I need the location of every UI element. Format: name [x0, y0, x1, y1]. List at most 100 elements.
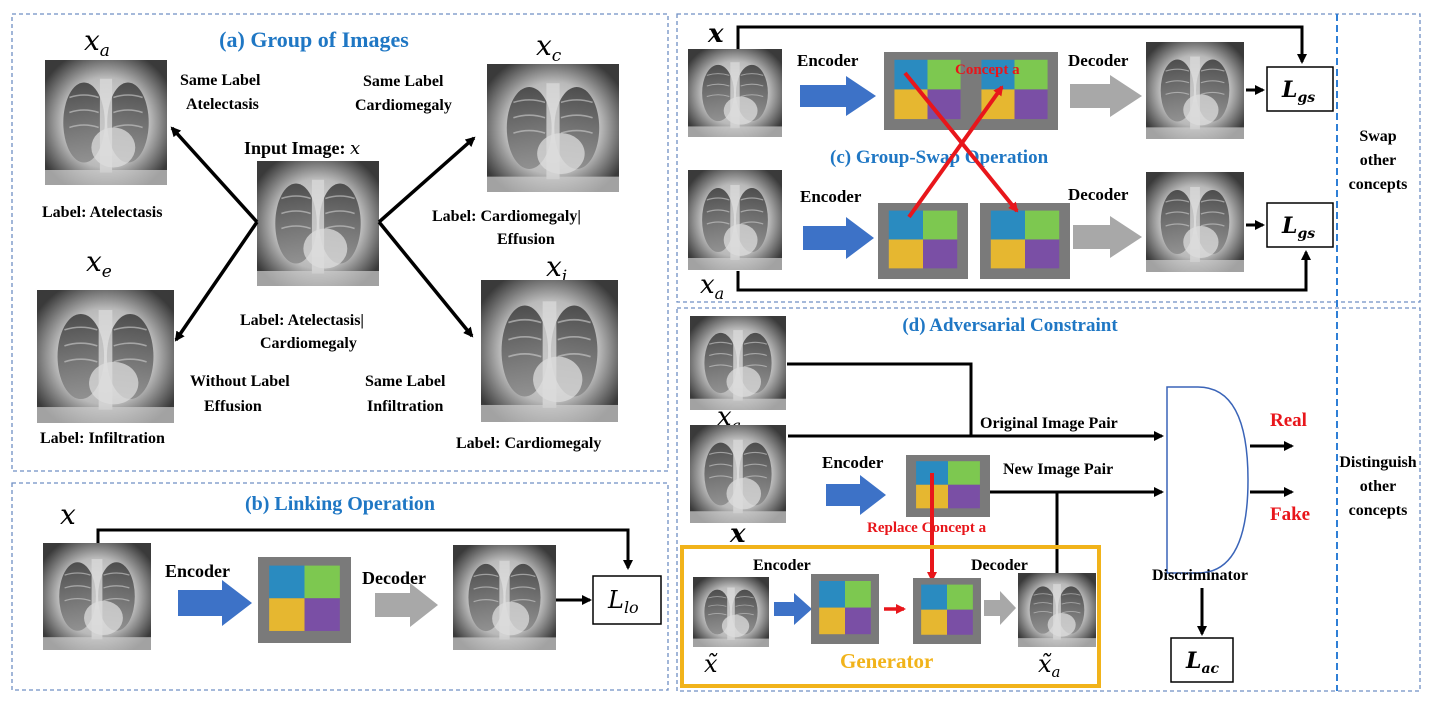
panel-c-top-input: [687, 48, 783, 138]
panel-d-title: (d) Adversarial Constraint: [902, 315, 1118, 336]
panel-c-top-loss: Lgs: [1281, 77, 1315, 106]
panel-d-encoder-arrow: [826, 475, 886, 515]
generator-encoder-arrow: [774, 593, 812, 625]
panel-b-loss-box: [592, 575, 662, 625]
panel-c-top-loss-box: [1266, 66, 1334, 112]
panel-c-xa-var: xa: [700, 270, 724, 303]
arrow-to-xi: [377, 220, 474, 338]
panel-c-title: (c) Group-Swap Operation: [830, 147, 1049, 168]
xe-label: Label: Infiltration: [40, 430, 165, 447]
panel-b-decoder: Decoder: [362, 568, 426, 588]
panel-c-side-note-3: concepts: [1349, 176, 1408, 193]
panel-c-decoder-bottom: Decoder: [1068, 185, 1129, 204]
panel-c-bottom-decoder-arrow: [1073, 216, 1142, 258]
xa-var: xa: [84, 24, 110, 61]
panel-c-bottom-loss-box: [1266, 202, 1334, 248]
panel-c-top-output: [1145, 41, 1245, 140]
panel-c-bottom-encoder-arrow: [803, 217, 874, 259]
xi-relation-1: Same Label: [365, 373, 446, 390]
loss-ac-box: [1170, 637, 1234, 683]
arrow-to-xe: [174, 221, 259, 342]
xe-relation-2: Effusion: [204, 398, 262, 415]
panel-c-bottom-input: [687, 169, 783, 271]
panel-d-x-image: [689, 424, 787, 524]
generator-encoder: Encoder: [753, 557, 811, 574]
xe-relation-1: Without Label: [190, 373, 290, 390]
panel-c-side-note-2: other: [1360, 152, 1396, 169]
panel-a-border: [11, 13, 669, 472]
xi-relation-2: Infiltration: [367, 398, 444, 415]
panel-c-top-skip-arrow: [736, 25, 1307, 64]
panel-b-x-var: x: [60, 498, 76, 531]
panel-d-xa-line: [787, 362, 973, 436]
input-image: [256, 160, 380, 287]
xa-image: [44, 59, 168, 186]
panel-d-side-note-1: Distinguish: [1339, 454, 1416, 471]
panel-c-decoder-top: Decoder: [1068, 51, 1129, 70]
xc-image: [486, 63, 620, 193]
xi-label: Label: Cardiomegaly: [456, 435, 601, 452]
generator-decoder: Decoder: [971, 557, 1028, 574]
panel-c-side-note-1: Swap: [1359, 128, 1396, 145]
swap-arrow-up: [907, 85, 1004, 219]
input-label-1: Label: Atelectasis|: [240, 312, 364, 329]
panel-c-bottom-skip-arrow: [736, 250, 1311, 292]
panel-c-bottom-concept-1: [878, 203, 968, 279]
panel-c-bottom-loss: Lgs: [1281, 213, 1315, 242]
xc-label-1: Label: Cardiomegaly|: [432, 208, 581, 225]
panel-c-top-encoder-arrow: [800, 76, 876, 116]
discriminator-shape: [1166, 386, 1249, 574]
generator-decoder-arrow: [984, 591, 1016, 625]
real-label: Real: [1270, 410, 1307, 431]
generator-box: [680, 545, 1101, 688]
generator-input-image: [692, 576, 770, 648]
panel-d-side-note-3: concepts: [1349, 502, 1408, 519]
panel-b-encoder: Encoder: [165, 561, 230, 581]
xe-var: xe: [86, 245, 112, 282]
panel-d-replace-label: Replace Concept a: [867, 520, 987, 536]
xc-var: xc: [536, 29, 562, 66]
generator-concept-1: [811, 574, 879, 644]
panel-b-skip-arrow: [96, 528, 633, 570]
xi-image: [480, 279, 619, 423]
generator-xtilde: x̃: [704, 650, 718, 678]
panel-d-border: [676, 307, 1421, 692]
input-image-label: Input Image: x: [244, 138, 360, 159]
panel-b-output-image: [452, 544, 557, 651]
xi-var: xi: [546, 250, 567, 287]
xa-relation-1: Same Label: [180, 72, 261, 89]
panel-c-concept-label: Concept a: [955, 62, 1020, 78]
panel-b-title: (b) Linking Operation: [245, 493, 435, 515]
arrow-to-xc: [377, 136, 476, 224]
generator-output-image: [1017, 572, 1097, 648]
panel-c-top-decoder-arrow: [1070, 75, 1142, 117]
panel-d-side-note-2: other: [1360, 478, 1396, 495]
panel-b-encoder-arrow: [178, 580, 252, 626]
panel-d-concept-grid: [906, 455, 990, 517]
xc-relation-1: Same Label: [363, 73, 444, 90]
panel-c-bottom-concept-2: [980, 203, 1070, 279]
panel-c-border: [676, 13, 1421, 303]
xa-relation-2: Atelectasis: [186, 96, 259, 113]
panel-c-bottom-output: [1145, 171, 1245, 273]
xc-relation-2: Cardiomegaly: [355, 97, 452, 114]
discriminator-label: Discriminator: [1152, 567, 1248, 584]
panel-d-original-pair-label: Original Image Pair: [980, 415, 1118, 432]
panel-d-x-var: x: [729, 519, 746, 549]
panel-d-encoder: Encoder: [822, 453, 884, 472]
loss-ac: Lac: [1185, 648, 1220, 677]
generator-xtilde-a: x̃a: [1038, 650, 1061, 681]
panel-a-title: (a) Group of Images: [219, 27, 409, 52]
panel-b-concept-grid: [258, 557, 351, 643]
panel-c-encoder-bottom: Encoder: [800, 187, 862, 206]
generator-label: Generator: [840, 649, 933, 673]
panel-d-new-pair-label: New Image Pair: [1003, 461, 1113, 478]
panel-b-loss: Llo: [607, 586, 639, 617]
panel-c-x-var: x: [707, 19, 724, 49]
panel-c-encoder-top: Encoder: [797, 51, 859, 70]
panel-b-decoder-arrow: [375, 583, 438, 627]
xe-image: [36, 289, 175, 424]
panel-b-input-image: [42, 542, 152, 651]
panel-d-xa-image: [689, 315, 787, 411]
